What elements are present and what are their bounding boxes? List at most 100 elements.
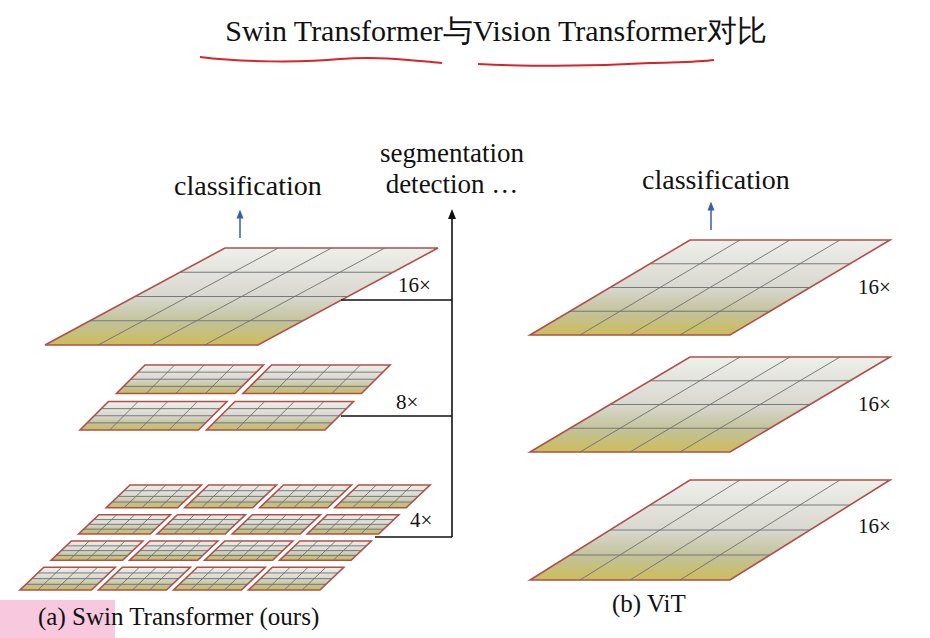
patch-grid <box>347 496 419 497</box>
patch-grid <box>87 422 206 423</box>
patch-grid <box>570 555 770 556</box>
patch-grid <box>250 386 369 387</box>
patch-grid <box>94 415 213 416</box>
output-label: segmentation detection … <box>352 138 552 200</box>
patch-block <box>130 541 218 560</box>
patch-grid <box>162 529 230 530</box>
patch-grid <box>140 550 208 551</box>
patch-grid <box>110 578 178 579</box>
patch-grid <box>290 550 362 551</box>
patch-grid <box>312 529 384 530</box>
patch-grid <box>89 524 161 525</box>
patch-grid <box>105 541 125 560</box>
patch-grid <box>205 365 234 394</box>
patch-block <box>117 365 264 394</box>
patch-grid <box>361 515 381 534</box>
patch-grid <box>317 524 389 525</box>
scale-label: 16× <box>398 275 431 296</box>
patch-grid <box>210 555 278 556</box>
patch-block <box>307 515 399 534</box>
patch-grid <box>242 524 310 525</box>
patch-grid <box>135 296 348 297</box>
patch-grid <box>197 496 265 497</box>
output-label: classification <box>174 170 322 202</box>
patch-grid <box>341 502 413 503</box>
patch-grid <box>191 502 259 503</box>
patch-grid <box>680 357 840 452</box>
diagram-title: Swin Transformer与Vision Transformer对比 <box>31 14 930 49</box>
patch-grid <box>118 496 189 497</box>
scale-label: 16× <box>858 516 891 537</box>
scale-label: 8× <box>396 392 418 413</box>
patch-grid <box>74 567 98 590</box>
patch-block <box>80 402 227 431</box>
patch-grid <box>236 485 260 508</box>
patch-grid <box>205 248 385 345</box>
leader-line <box>341 415 452 417</box>
patch-block <box>157 515 245 534</box>
patch-grid <box>257 379 376 380</box>
patch-block <box>243 365 390 394</box>
underline-stroke <box>200 57 442 63</box>
patch-grid <box>388 485 412 508</box>
patch-grid <box>215 550 283 551</box>
patch-block <box>79 515 171 534</box>
patch-grid <box>680 480 840 580</box>
patch-grid <box>135 555 203 556</box>
output-arrow <box>710 206 712 230</box>
patch-grid <box>332 365 361 394</box>
output-arrow <box>451 214 453 537</box>
patch-grid <box>84 529 155 530</box>
patch-grid <box>610 404 810 405</box>
patch-grid <box>185 578 253 579</box>
patch-grid <box>112 502 184 503</box>
patch-block <box>530 480 890 580</box>
patch-grid <box>61 550 133 551</box>
patch-grid <box>32 578 104 579</box>
leader-line <box>375 536 452 538</box>
underline-stroke <box>478 60 714 66</box>
feature-layers <box>20 240 890 590</box>
patch-block <box>232 515 320 534</box>
patch-grid <box>90 320 303 321</box>
figure-caption: (a) Swin Transformer (ours) <box>38 603 319 632</box>
patch-grid <box>179 584 247 585</box>
scale-label: 16× <box>858 277 891 298</box>
patch-grid <box>181 541 201 560</box>
patch-grid <box>131 379 250 380</box>
patch-block <box>530 357 890 452</box>
patch-grid <box>610 287 810 288</box>
patch-grid <box>167 524 235 525</box>
patch-grid <box>160 485 184 508</box>
patch-grid <box>132 515 152 534</box>
patch-block <box>335 485 430 508</box>
output-label: classification <box>642 164 790 196</box>
patch-grid <box>208 515 228 534</box>
patch-grid <box>214 422 333 423</box>
patch-block <box>530 240 890 335</box>
scale-label: 16× <box>858 394 891 415</box>
patch-grid <box>56 555 128 556</box>
patch-grid <box>285 555 357 556</box>
patch-grid <box>610 530 810 531</box>
patch-grid <box>254 584 326 585</box>
patch-grid <box>104 584 172 585</box>
output-arrow <box>239 214 241 238</box>
patch-grid <box>225 567 249 590</box>
patch-grid <box>570 428 770 429</box>
patch-grid <box>26 584 98 585</box>
figure-caption: (b) ViT <box>612 590 686 619</box>
patch-block <box>280 541 372 560</box>
patch-block <box>51 541 143 560</box>
scale-label: 4× <box>410 510 432 531</box>
patch-grid <box>272 496 340 497</box>
patch-grid <box>302 567 326 590</box>
leader-line <box>341 299 452 301</box>
patch-grid <box>311 485 335 508</box>
patch-grid <box>266 502 334 503</box>
patch-grid <box>221 415 340 416</box>
patch-grid <box>570 311 770 312</box>
patch-grid <box>260 578 332 579</box>
